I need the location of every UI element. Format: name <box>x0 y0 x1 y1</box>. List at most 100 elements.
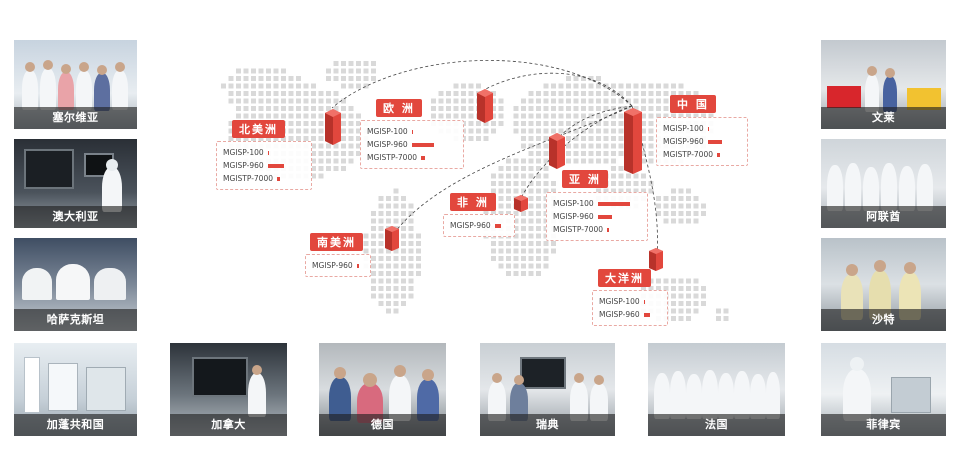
map-dot <box>678 278 684 284</box>
product-name: MGISP-960 <box>599 310 640 319</box>
map-dot <box>528 173 534 179</box>
map-dot <box>581 83 586 89</box>
map-dot <box>356 61 361 66</box>
map-dot <box>371 263 376 269</box>
map-dot <box>558 91 564 96</box>
map-dot <box>243 98 249 104</box>
map-dot <box>273 136 279 141</box>
map-dot <box>536 188 541 194</box>
photo-caption: 文莱 <box>821 107 946 129</box>
map-dot <box>693 211 699 216</box>
map-dot <box>678 286 684 291</box>
map-dot <box>401 241 406 246</box>
map-dot <box>303 106 309 111</box>
map-dot <box>618 151 624 156</box>
map-dot <box>513 181 519 186</box>
map-dot <box>273 91 279 96</box>
photo-australia: 澳大利亚 <box>14 139 137 228</box>
map-dot <box>408 248 414 254</box>
map-dot <box>498 181 504 186</box>
map-dot <box>528 233 534 239</box>
map-dot <box>311 106 316 111</box>
map-dot <box>243 106 249 111</box>
map-dot <box>333 151 339 156</box>
map-dot <box>528 248 534 254</box>
map-dot <box>521 98 526 104</box>
photo-caption: 瑞典 <box>480 414 615 436</box>
map-dot <box>671 278 676 284</box>
map-dot <box>408 256 414 261</box>
map-dot <box>648 98 654 104</box>
map-dot <box>408 218 414 224</box>
map-dot <box>348 151 354 156</box>
map-dot <box>371 211 376 216</box>
map-dot <box>318 98 324 104</box>
map-dot <box>536 158 541 164</box>
map-dot <box>641 83 646 89</box>
map-dot <box>671 211 676 216</box>
map-dot <box>566 83 571 89</box>
map-dot <box>521 218 526 224</box>
map-dot <box>686 91 691 96</box>
product-box-africa: MGISP-960 <box>443 214 515 237</box>
map-dot <box>573 91 579 96</box>
map-dot <box>566 121 571 126</box>
map-dot <box>536 106 541 111</box>
map-dot <box>318 158 324 164</box>
map-dot <box>258 106 264 111</box>
map-dot <box>603 128 609 134</box>
map-dot <box>318 136 324 141</box>
map-dot <box>401 211 406 216</box>
map-dot <box>701 293 706 299</box>
map-dot <box>416 263 421 269</box>
map-dot <box>528 158 534 164</box>
map-dot <box>521 166 526 171</box>
map-dot <box>528 136 534 141</box>
map-dot <box>221 83 226 89</box>
map-dot <box>648 181 654 186</box>
map-dot <box>611 83 616 89</box>
map-dot <box>258 136 264 141</box>
map-dot <box>341 106 346 111</box>
map-dot <box>686 286 691 291</box>
map-dot <box>236 106 241 111</box>
map-dot <box>528 218 534 224</box>
map-dot <box>348 128 354 134</box>
photo-france: 法国 <box>648 343 785 436</box>
map-dot <box>468 98 474 104</box>
map-dot <box>558 113 564 119</box>
map-dot <box>521 256 526 261</box>
product-name: MGISP-100 <box>599 297 640 306</box>
map-dot <box>288 128 294 134</box>
map-dot <box>498 203 504 209</box>
map-dot <box>596 128 601 134</box>
map-dot <box>551 241 556 246</box>
map-dot <box>483 136 489 141</box>
product-row: MGISP-100 <box>367 125 457 138</box>
map-dot <box>296 121 301 126</box>
map-dot <box>468 91 474 96</box>
map-dot <box>228 91 234 96</box>
map-dot <box>393 256 399 261</box>
map-dot <box>701 286 706 291</box>
map-dot <box>356 151 361 156</box>
map-dot <box>618 83 624 89</box>
map-dot <box>686 308 691 314</box>
map-dot <box>566 76 571 81</box>
map-dot <box>453 98 459 104</box>
map-dot <box>333 143 339 149</box>
map-dot <box>558 83 564 89</box>
product-row: MGISP-960 <box>450 219 508 232</box>
map-dot <box>611 106 616 111</box>
map-dot <box>671 293 676 299</box>
map-dot <box>678 293 684 299</box>
photo-caption: 菲律宾 <box>821 414 946 436</box>
map-dot <box>528 181 534 186</box>
map-dot <box>243 76 249 81</box>
map-dot <box>393 188 399 194</box>
map-dot <box>386 248 391 254</box>
product-row: MGISTP-7000 <box>663 148 741 161</box>
map-dot <box>341 113 346 119</box>
map-dot <box>266 98 271 104</box>
map-dot <box>603 83 609 89</box>
